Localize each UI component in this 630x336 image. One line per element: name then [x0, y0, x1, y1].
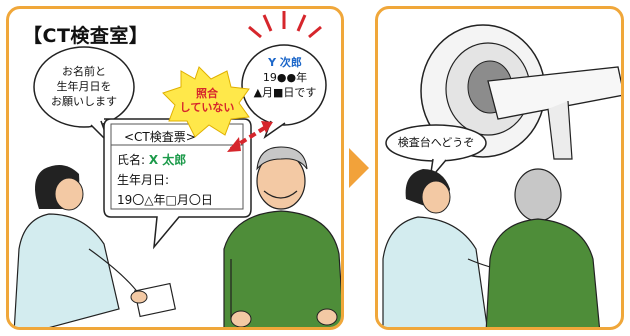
patient-speech-bubble — [241, 44, 327, 126]
left-scene — [13, 11, 341, 327]
nurse-bubble-line-3: お願いします — [51, 95, 117, 108]
card-name-label: 氏名: — [117, 153, 146, 167]
nurse-speech-bubble — [33, 46, 135, 128]
left-panel: 【CT検査室】 お名前と 生年月日を お願いします Y 次郎 19●●年 ▲月■… — [6, 6, 344, 330]
patient-stated-name: Y 次郎 — [268, 56, 302, 69]
arrow-head-left — [227, 137, 241, 152]
patient-figure — [223, 146, 341, 327]
mismatch-arrow — [229, 123, 271, 151]
patient-bubble-text: Y 次郎 19●●年 ▲月■日です — [245, 55, 325, 100]
patient-stated-date: ▲月■日です — [253, 86, 317, 99]
alert-spikes — [248, 11, 322, 39]
card-name-value: X 太郎 — [148, 153, 187, 167]
ct-exam-card — [110, 123, 244, 210]
nurse-bubble-text: お名前と 生年月日を お願いします — [42, 64, 126, 109]
nurse-figure — [13, 165, 177, 327]
card-name-row: 氏名: X 太郎 — [117, 151, 186, 168]
alert-line-1: 照合 — [196, 87, 218, 100]
right-bubble-text: 検査台へどうぞ — [397, 136, 475, 149]
right-scene — [382, 24, 621, 327]
alert-starburst — [162, 66, 250, 138]
nurse-bubble-line-2: 生年月日を — [56, 80, 112, 93]
room-title: 【CT検査室】 — [23, 25, 149, 47]
card-dob-label: 生年月日: — [117, 173, 170, 187]
alert-text: 照合 していない — [174, 87, 240, 115]
card-title: <CT検査票> — [124, 130, 196, 144]
alert-line-2: していない — [179, 101, 235, 114]
nurse-bubble-line-1: お名前と — [62, 65, 106, 78]
right-panel: 検査台へどうぞ — [375, 6, 624, 330]
ct-scanner — [420, 24, 621, 160]
patient-stated-year: 19●●年 — [262, 71, 308, 84]
right-patient-figure — [485, 168, 601, 327]
transition-arrow — [349, 148, 369, 188]
arrow-head-right — [261, 121, 273, 133]
card-dob-value: 19〇△年□月〇日 — [117, 193, 213, 207]
